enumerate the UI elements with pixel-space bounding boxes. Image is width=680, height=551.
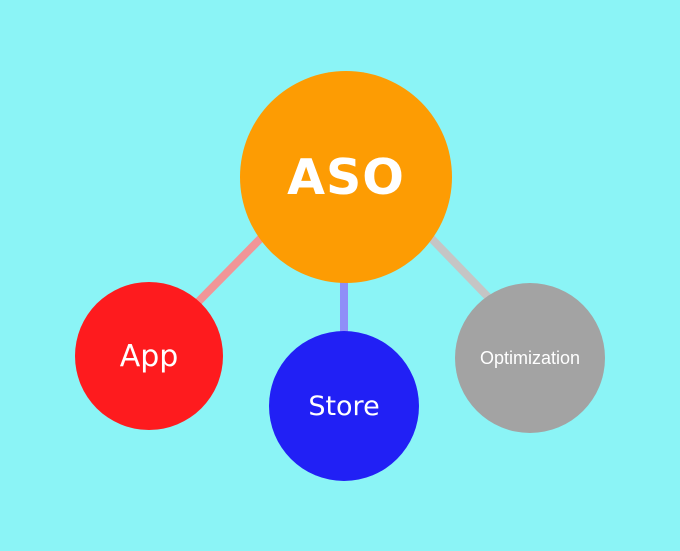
store-node: Store bbox=[269, 331, 419, 481]
connector-aso-app bbox=[195, 235, 264, 305]
aso-node: ASO bbox=[240, 71, 452, 283]
aso-node-label: ASO bbox=[287, 148, 405, 206]
optimization-node: Optimization bbox=[455, 283, 605, 433]
app-node-label: App bbox=[119, 338, 179, 374]
optimization-node-label: Optimization bbox=[479, 347, 581, 368]
connector-aso-optimization bbox=[428, 235, 492, 301]
app-node: App bbox=[75, 282, 223, 430]
store-node-label: Store bbox=[308, 390, 380, 422]
